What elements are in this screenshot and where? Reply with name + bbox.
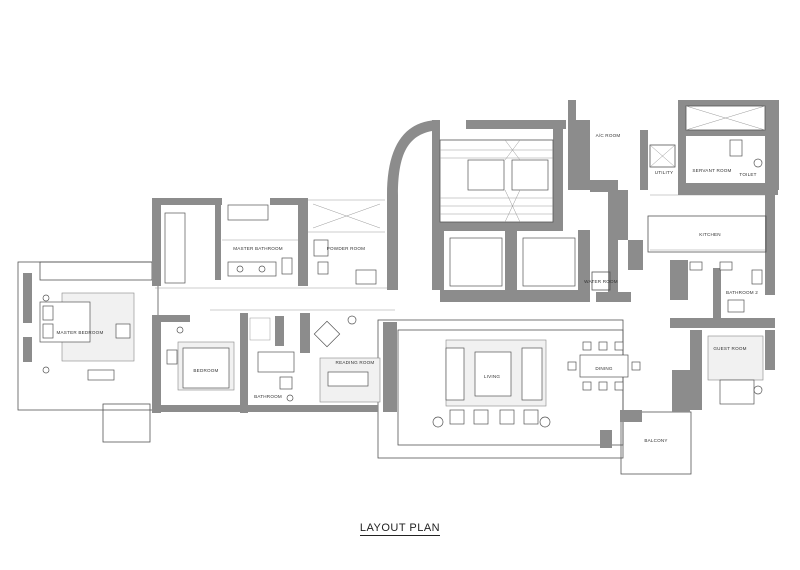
servant-room: SERVANT ROOM — [685, 105, 766, 173]
label-bathroom: BATHROOM — [254, 394, 282, 399]
label-bathroom-2: BATHROOM 2 — [726, 290, 758, 295]
label-master-bathroom: MASTER BATHROOM — [233, 246, 283, 251]
label-reading-room: READING ROOM — [336, 360, 375, 365]
lift-shafts — [449, 237, 576, 287]
ac-room: A/C ROOM — [596, 133, 621, 138]
bathroom-2: BATHROOM 2 — [726, 269, 763, 313]
utility-room: UTILITY — [649, 144, 676, 175]
label-balcony: BALCONY — [644, 438, 667, 443]
kitchen: KITCHEN — [647, 215, 767, 271]
label-dining: DINING — [595, 366, 613, 371]
label-servant-room: SERVANT ROOM — [692, 168, 731, 173]
label-bedroom: BEDROOM — [193, 368, 218, 373]
label-ac-room: A/C ROOM — [596, 133, 621, 138]
walls — [23, 100, 779, 448]
label-utility: UTILITY — [655, 170, 674, 175]
bathroom: BATHROOM — [249, 317, 295, 402]
plan-title: LAYOUT PLAN — [0, 522, 800, 536]
label-water-room: WATER ROOM — [584, 279, 618, 284]
powder-room: POWDER ROOM — [313, 239, 377, 285]
label-living: LIVING — [484, 374, 500, 379]
label-toilet: TOILET — [739, 172, 756, 177]
living-area: LIVING — [432, 339, 551, 428]
water-room: WATER ROOM — [584, 271, 618, 291]
balcony: BALCONY — [644, 438, 667, 443]
guest-room: GUEST ROOM — [707, 335, 764, 405]
label-powder-room: POWDER ROOM — [327, 246, 365, 251]
master-bathroom: MASTER BATHROOM — [164, 204, 298, 284]
label-master-bedroom: MASTER BEDROOM — [57, 330, 104, 335]
dining-area: DINING — [567, 341, 641, 391]
reading-room: READING ROOM — [313, 315, 381, 403]
bedroom: BEDROOM — [166, 326, 235, 391]
stairs — [439, 139, 554, 223]
label-guest-room: GUEST ROOM — [713, 346, 746, 351]
label-kitchen: KITCHEN — [699, 232, 721, 237]
toilet: TOILET — [739, 158, 763, 177]
plan-title-text: LAYOUT PLAN — [359, 522, 441, 536]
master-bedroom: MASTER BEDROOM — [39, 292, 135, 381]
